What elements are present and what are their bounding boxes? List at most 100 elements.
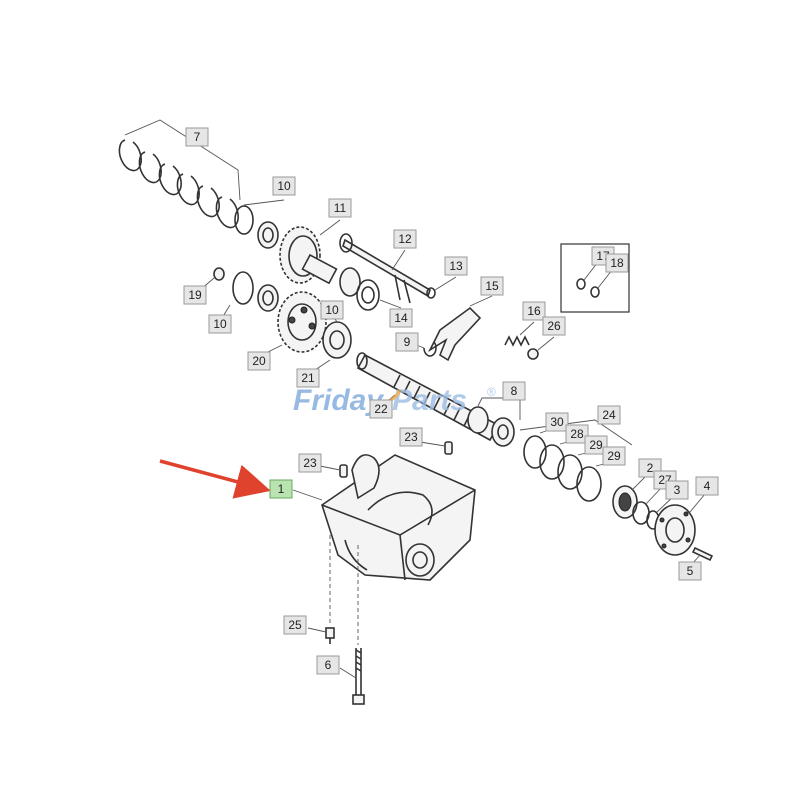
callout-number: 1 <box>278 482 285 496</box>
callout-number: 23 <box>404 430 418 444</box>
callout-4: 4 <box>695 476 719 496</box>
callout-box <box>269 479 293 499</box>
ring-13 <box>426 276 457 299</box>
callout-30: 30 <box>545 412 569 432</box>
callout-number: 22 <box>374 402 388 416</box>
bearing-10-lower <box>221 271 279 319</box>
callout-box <box>369 399 393 419</box>
callout-22: 22 <box>369 399 393 419</box>
callout-box <box>328 198 352 218</box>
callout-11: 11 <box>328 198 352 218</box>
callout-number: 23 <box>303 456 317 470</box>
callout-number: 9 <box>404 335 411 349</box>
callout-box <box>605 253 629 273</box>
callout-box <box>320 300 344 320</box>
callout-6: 6 <box>316 655 340 675</box>
callout-7: 7 <box>185 127 209 147</box>
callout-number: 12 <box>398 232 412 246</box>
callout-number: 10 <box>213 317 227 331</box>
callout-box <box>597 405 621 425</box>
pin-26 <box>527 336 555 360</box>
callout-number: 10 <box>277 179 291 193</box>
callout-box <box>542 316 566 336</box>
bolt-6 <box>339 648 365 705</box>
callout-number: 28 <box>570 427 584 441</box>
leader-1 <box>292 489 323 501</box>
callout-number: 18 <box>610 256 624 270</box>
callout-box <box>208 314 232 334</box>
callout-number: 20 <box>252 354 266 368</box>
callout-number: 7 <box>194 130 201 144</box>
gear-20 <box>261 291 327 356</box>
callout-number: 24 <box>602 408 616 422</box>
callout-box <box>695 476 719 496</box>
callout-number: 6 <box>325 658 332 672</box>
callout-number: 5 <box>687 564 694 578</box>
callout-box <box>502 381 526 401</box>
callout-number: 3 <box>674 483 681 497</box>
callout-number: 8 <box>511 384 518 398</box>
callout-24: 24 <box>597 405 621 425</box>
callout-number: 25 <box>288 618 302 632</box>
callout-box <box>399 427 423 447</box>
callout-15: 15 <box>480 276 504 296</box>
gear-11 <box>279 219 341 285</box>
callout-25: 25 <box>283 615 307 635</box>
callout-number: 30 <box>550 415 564 429</box>
bearing-8 <box>467 397 521 447</box>
callout-box <box>565 424 589 444</box>
seal-2 <box>612 473 649 519</box>
callout-1: 1 <box>269 479 293 499</box>
callout-23: 23 <box>399 427 423 447</box>
callout-29: 29 <box>602 446 626 466</box>
callout-box <box>584 435 608 455</box>
callout-number: 14 <box>394 311 408 325</box>
callout-number: 13 <box>449 259 463 273</box>
callout-20: 20 <box>247 351 271 371</box>
callout-19: 19 <box>183 285 207 305</box>
callout-box <box>545 412 569 432</box>
callout-box <box>395 332 419 352</box>
callout-number: 2 <box>647 461 654 475</box>
pin-23-a <box>419 441 453 455</box>
callout-box <box>444 256 468 276</box>
callout-number: 26 <box>547 319 561 333</box>
callout-number: 29 <box>607 449 621 463</box>
callout-5: 5 <box>678 561 702 581</box>
callout-box <box>296 368 320 388</box>
cover-4 <box>654 493 706 556</box>
callout-9: 9 <box>395 332 419 352</box>
callout-box <box>185 127 209 147</box>
callout-26: 26 <box>542 316 566 336</box>
callout-box <box>183 285 207 305</box>
callout-10: 10 <box>272 176 296 196</box>
pin-23-b <box>319 464 348 478</box>
watermark-registered-mark: ® <box>487 385 496 399</box>
bearing-10-upper <box>234 199 285 249</box>
watermark-word2: Parts <box>392 384 467 417</box>
callout-number: 10 <box>325 303 339 317</box>
callout-box <box>298 453 322 473</box>
housing-1 <box>321 454 476 581</box>
callout-box <box>272 176 296 196</box>
watermark: Friday Parts ® <box>293 384 496 417</box>
pointer-arrow <box>159 459 271 499</box>
callout-box <box>316 655 340 675</box>
callout-8: 8 <box>502 381 526 401</box>
callout-13: 13 <box>444 256 468 276</box>
callout-10: 10 <box>320 300 344 320</box>
callout-box <box>480 276 504 296</box>
snap-rings-7 <box>118 119 241 229</box>
callout-number: 15 <box>485 279 499 293</box>
callout-18: 18 <box>605 253 629 273</box>
callout-box <box>602 446 626 466</box>
callout-number: 11 <box>334 201 347 215</box>
callout-number: 4 <box>704 479 711 493</box>
callout-16: 16 <box>522 301 546 321</box>
callout-box <box>393 229 417 249</box>
callout-10: 10 <box>208 314 232 334</box>
spring-16 <box>504 321 535 347</box>
callout-box <box>522 301 546 321</box>
